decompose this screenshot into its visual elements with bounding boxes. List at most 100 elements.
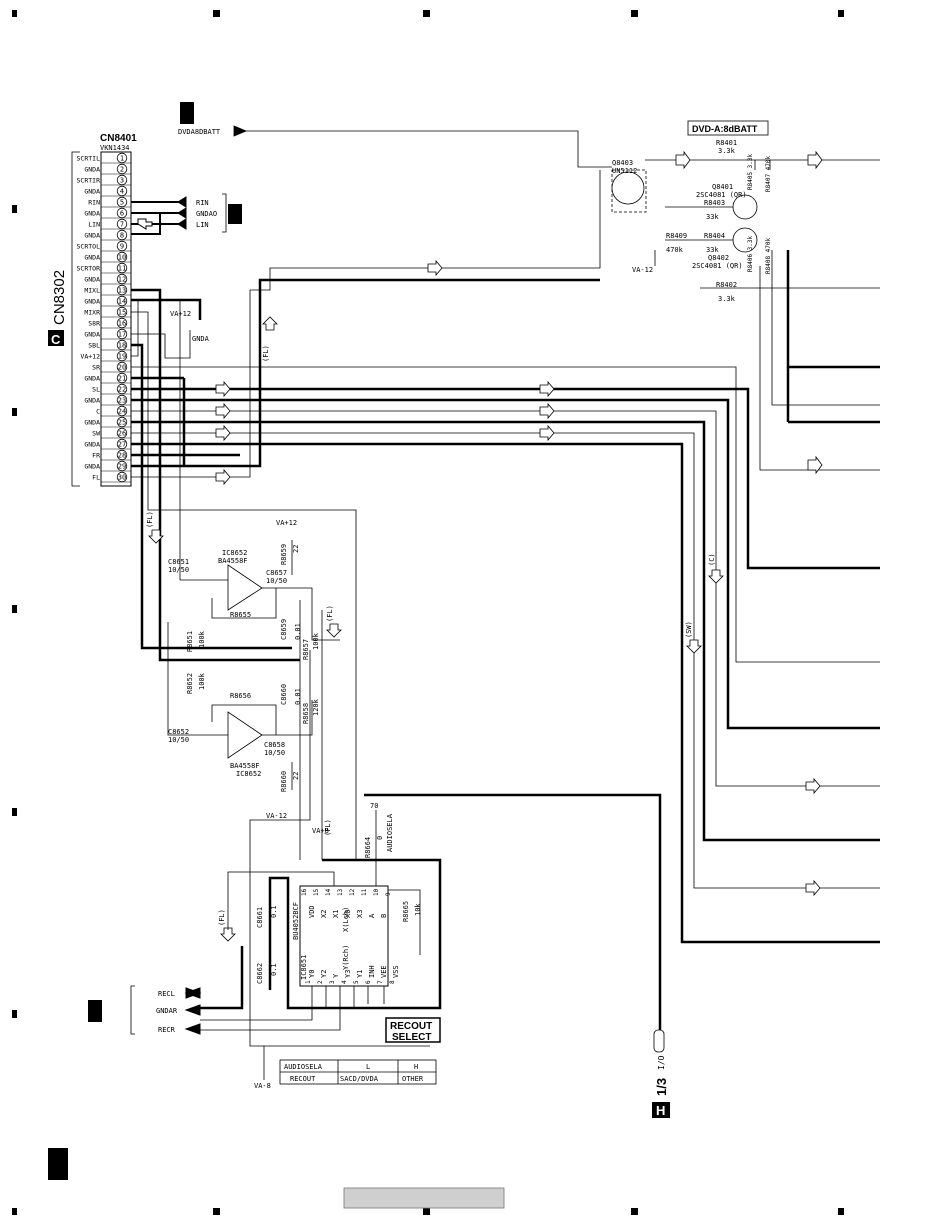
connector-pin-number: 18 (118, 342, 126, 350)
c8652-val: 10/50 (168, 736, 189, 744)
recout-box (385, 1017, 441, 1043)
r8659-val: 22 (292, 545, 300, 553)
connector-pin-label: GNDA (84, 298, 100, 306)
connector-cn8401: CN8401 VKN1434 1SCRTIL2GNDA3SCRTIR4GNDA5… (48, 133, 137, 487)
connector-pin-number: 7 (120, 221, 124, 229)
vam12-top: VA-12 (632, 266, 653, 274)
connector-pin-number: 27 (118, 441, 126, 449)
c8659-val: 0.01 (294, 623, 302, 640)
ic-pin-name: X2 (320, 910, 328, 918)
board-letter: C (51, 332, 61, 347)
connector-pin-number: 5 (120, 199, 124, 207)
r8651-label: R8651 (186, 631, 194, 652)
connector-pins: 1SCRTIL2GNDA3SCRTIR4GNDA5RIN6GNDA7LIN8GN… (77, 152, 131, 483)
connector-pin-25: 25 GNDA (84, 416, 131, 428)
dvd-detect-block (233, 120, 880, 475)
c8660-label: C8660 (280, 684, 288, 705)
r8404-val: 33k (706, 246, 719, 254)
ic-pin-number: 12 (349, 888, 356, 896)
ic-pin-number: 13 (337, 888, 344, 896)
r8403-ref: R8403 (704, 199, 725, 207)
board-id: CN8302 (51, 270, 68, 325)
ref-letter: H (656, 1103, 665, 1118)
table-r3: OTHER (402, 1075, 424, 1083)
connector-pin-number: 17 (118, 331, 126, 339)
ic-pin-number: 2 (317, 980, 324, 984)
signal-buses (131, 170, 880, 944)
connector-pin-label: GNDA (84, 232, 100, 240)
q8402-part: 2SC4081 (QR) (692, 262, 743, 270)
connector-pin-number: 30 (118, 474, 126, 482)
connector-pin-label: SCRTIL (77, 155, 101, 163)
dvd-box: DVD-A:8dBATT (692, 124, 758, 134)
ic-pin-name: Y1 (356, 970, 364, 978)
ic-pin-name: X1 (332, 910, 340, 918)
connector-pin-1: 1 SCRTIL (77, 152, 131, 164)
connector-pin-label: GNDA (84, 419, 100, 427)
r8402-val: 3.3k (718, 295, 736, 303)
connector-pin-14: 14 GNDA (84, 295, 131, 307)
connector-pin-number: 1 (120, 155, 124, 163)
output-gndar: GNDAR (156, 1007, 178, 1015)
connector-pin-label: LIN (88, 221, 100, 229)
c8662-val: 0.1 (270, 963, 278, 976)
connector-part: VKN1434 (100, 144, 130, 152)
r8665-label: R8665 (402, 901, 410, 922)
connector-pin-label: FR (92, 452, 100, 460)
c8659-label: C8659 (280, 619, 288, 640)
q8401-ref: Q8401 (712, 183, 733, 191)
r8651-val: 100k (198, 630, 206, 648)
signal-arrow-right (539, 424, 555, 442)
ic-pin-number: 11 (361, 888, 368, 896)
ic-pin-number: 14 (325, 888, 332, 896)
r8652-val: 100k (198, 672, 206, 690)
bus-arrows (148, 259, 821, 942)
truth-table (279, 1059, 437, 1085)
table-r1: RECOUT (290, 1075, 316, 1083)
connector-pin-label: GNDA (84, 188, 100, 196)
va8-label: VA+8 (312, 827, 329, 835)
connector-pin-number: 14 (118, 298, 126, 306)
connector-pin-label: SCRTOL (77, 243, 101, 251)
c8651-ref: C8651 (168, 558, 189, 566)
ic8652b-ref: IC8652 (236, 770, 261, 778)
ic8652b-part: BA4558F (230, 762, 260, 770)
r8401-val: 3.3k (718, 147, 736, 155)
pin70: 70 (370, 802, 378, 810)
signal-arrow-down (220, 927, 236, 942)
output-recr: RECR (158, 1026, 176, 1034)
opamp-section (167, 540, 430, 1047)
ic-pin-name: VEE (380, 965, 388, 978)
section-marker (48, 1148, 68, 1180)
ref-letter-box (652, 1102, 670, 1118)
page-number-box (343, 1187, 505, 1209)
connector-pin-label: VA+12 (80, 353, 100, 361)
connector-pin-number: 20 (118, 364, 126, 372)
signal-arrow-right (215, 380, 231, 398)
connector-pin-number: 25 (118, 419, 126, 427)
signal-arrow-right (805, 777, 821, 795)
signal-arrow-down (148, 529, 164, 544)
q8402-ref: Q8402 (708, 254, 729, 262)
c8661-label: C8661 (256, 907, 264, 928)
connector-pin-label: RIN (88, 199, 100, 207)
ic-pin-name: Y2 (320, 970, 328, 978)
connector-ref: CN8401 (100, 133, 137, 144)
signal-arrow-right (215, 468, 231, 486)
connector-pin-24: 24C (96, 405, 131, 417)
connector-pin-label: S8R (88, 320, 100, 328)
signal-arrow-down (708, 569, 724, 584)
input-lin: LIN (196, 221, 209, 229)
input-gndao: GNDAO (196, 210, 217, 218)
